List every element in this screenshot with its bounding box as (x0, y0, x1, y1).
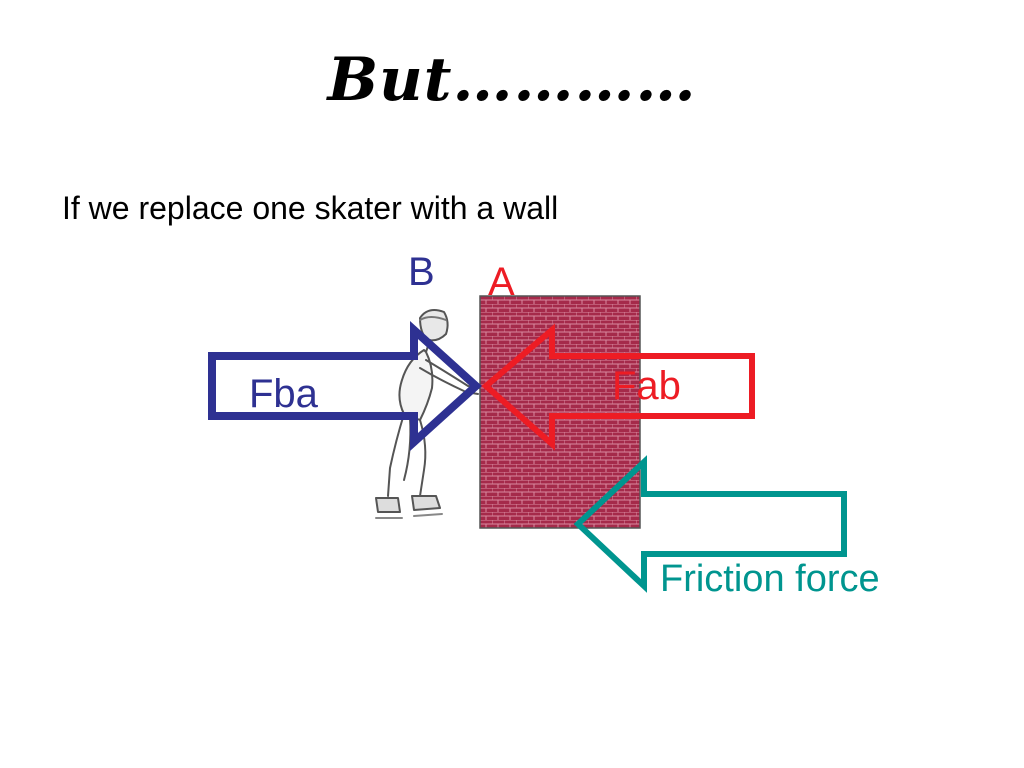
label-b: B (408, 250, 435, 294)
label-fab: Fab (612, 364, 681, 408)
brick-wall (479, 295, 641, 529)
label-fba: Fba (249, 372, 318, 416)
fab-arrow (481, 323, 755, 451)
friction-arrow (573, 455, 847, 593)
slide-subtitle: If we replace one skater with a wall (62, 190, 559, 226)
fba-arrow (208, 320, 482, 452)
slide-title: But………… (327, 45, 697, 115)
label-friction-force: Friction force (660, 558, 880, 600)
label-a: A (488, 260, 515, 304)
